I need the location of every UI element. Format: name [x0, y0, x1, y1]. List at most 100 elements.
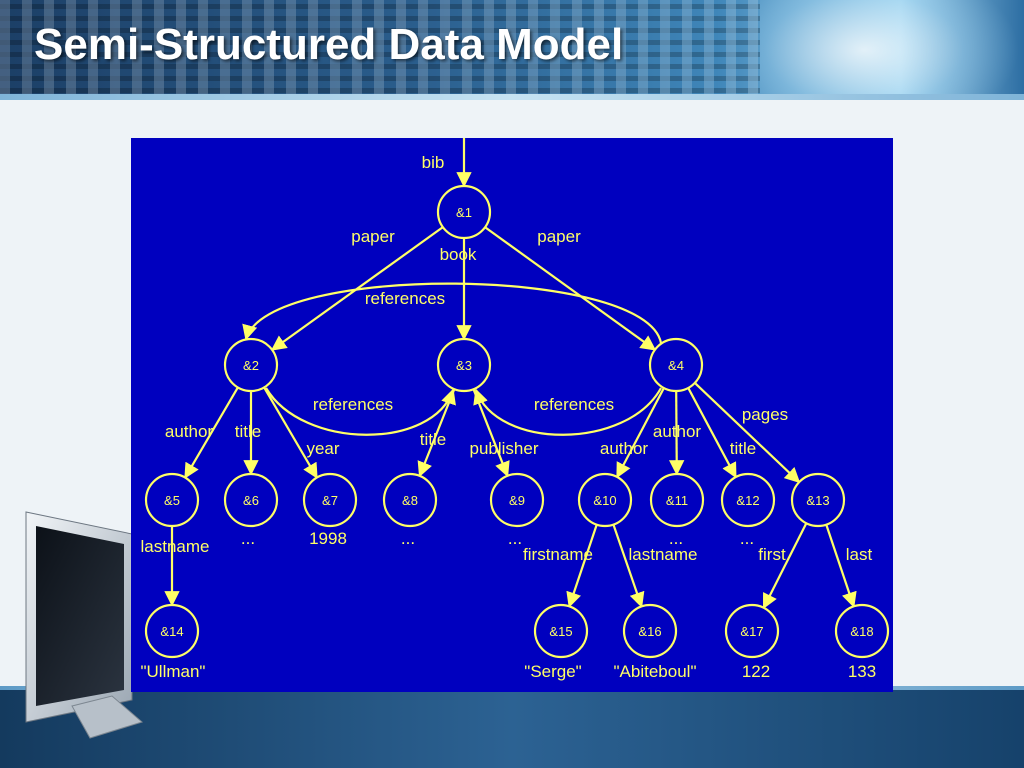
header-stripe: [0, 94, 1024, 100]
node-8: &8: [382, 472, 438, 528]
edge-n4-n12-title: [687, 387, 737, 479]
edge-label-paper: paper: [351, 227, 395, 246]
edge-n2-n5-author: [184, 386, 239, 479]
node-14: &14: [144, 603, 200, 659]
node-label: &2: [243, 358, 259, 373]
node-label: &7: [322, 493, 338, 508]
edge-label-last: last: [846, 545, 873, 564]
leaf-value-9: ...: [508, 529, 522, 548]
edge-label-year: year: [306, 439, 339, 458]
node-label: &6: [243, 493, 259, 508]
node-circle: [577, 472, 633, 528]
node-label: &3: [456, 358, 472, 373]
header-pixel-pattern: [0, 0, 760, 100]
node-circle: [302, 472, 358, 528]
node-circle: [648, 337, 704, 393]
node-circle: [720, 472, 776, 528]
node-12: &12: [720, 472, 776, 528]
node-label: &12: [736, 493, 759, 508]
monitor-icon: [25, 511, 144, 739]
node-label: &9: [509, 493, 525, 508]
leaf-value-12: ...: [740, 529, 754, 548]
footer-bar: [0, 690, 1024, 768]
edge-n4-n11-author: [669, 390, 685, 476]
edge-label-lastname: lastname: [629, 545, 698, 564]
node-16: &16: [622, 603, 678, 659]
leaf-value-18: 133: [848, 662, 876, 681]
edge-label-references: references: [534, 395, 614, 414]
edge-label-lastname: lastname: [141, 537, 210, 556]
node-circle: [834, 603, 890, 659]
node-circle: [223, 337, 279, 393]
edge-label-book: book: [440, 245, 477, 264]
node-label: &14: [160, 624, 183, 639]
header-light-glow: [760, 0, 1020, 100]
edge-label-pages: pages: [742, 405, 788, 424]
edge-label-paper: paper: [537, 227, 581, 246]
leaf-value-14: "Ullman": [141, 662, 206, 681]
leaf-value-11: ...: [669, 529, 683, 548]
node-circle: [533, 603, 589, 659]
node-circle: [436, 184, 492, 240]
node-circle: [144, 472, 200, 528]
node-label: &11: [666, 493, 688, 508]
node-label: &1: [456, 205, 472, 220]
leaf-value-8: ...: [401, 529, 415, 548]
edge-label-author: author: [600, 439, 649, 458]
node-circle: [436, 337, 492, 393]
edge-n4-n3-references: [473, 387, 662, 436]
node-circle: [382, 472, 438, 528]
node-label: &8: [402, 493, 418, 508]
edge-label-firstname: firstname: [523, 545, 593, 564]
node-label: &5: [164, 493, 180, 508]
edge-n2-n7-year: [263, 386, 318, 479]
node-circle: [622, 603, 678, 659]
edge-label-author: author: [653, 422, 702, 441]
semi-structured-data-diagram: &1&2&3&4&5&6&7&8&9&10&11&12&13&14&15&16 &…: [131, 138, 893, 692]
edge-n13-n18-last: [825, 524, 857, 608]
node-circle: [649, 472, 705, 528]
edge-n10-n16-lastname: [612, 524, 645, 608]
node-label: &10: [593, 493, 616, 508]
node-6: &6: [223, 472, 279, 528]
node-4: &4: [648, 337, 704, 393]
edge-n2-n3-references: [265, 387, 456, 436]
node-9: &9: [489, 472, 545, 528]
leaf-value-16: "Abiteboul": [614, 662, 697, 681]
edge-n4-n10-author: [616, 387, 665, 479]
node-label: &16: [638, 624, 661, 639]
slide-title: Semi-Structured Data Model: [34, 20, 624, 69]
node-label: &15: [549, 624, 572, 639]
node-circle: [489, 472, 545, 528]
edge-label-first: first: [758, 545, 786, 564]
node-15: &15: [533, 603, 589, 659]
node-18: &18: [834, 603, 890, 659]
edge-n4-n13-pages: [694, 382, 801, 484]
diagram-edges: [164, 138, 857, 610]
edge-label-title: title: [420, 430, 446, 449]
edge-label-author: author: [165, 422, 214, 441]
leaf-value-6: ...: [241, 529, 255, 548]
edge-label-title: title: [730, 439, 756, 458]
slide-header: Semi-Structured Data Model: [0, 0, 1024, 100]
leaf-value-15: "Serge": [524, 662, 581, 681]
node-circle: [790, 472, 846, 528]
edge-n4-n2-references: [242, 282, 663, 344]
node-circle: [223, 472, 279, 528]
node-label: &18: [850, 624, 873, 639]
edge-n10-n15-firstname: [566, 524, 598, 608]
node-label: &13: [806, 493, 829, 508]
node-3: &3: [436, 337, 492, 393]
node-label: &17: [740, 624, 763, 639]
edge-n1-n4-paper: [484, 226, 657, 351]
edge-label-title: title: [235, 422, 261, 441]
node-2: &2: [223, 337, 279, 393]
edge-n13-n17-first: [762, 522, 808, 610]
edge-label-references: references: [365, 289, 445, 308]
edge-n3-n9-publisher: [472, 388, 510, 478]
node-11: &11: [649, 472, 705, 528]
edge-label-references: references: [313, 395, 393, 414]
edge-n3-n8-title: [417, 388, 456, 478]
node-circle: [724, 603, 780, 659]
